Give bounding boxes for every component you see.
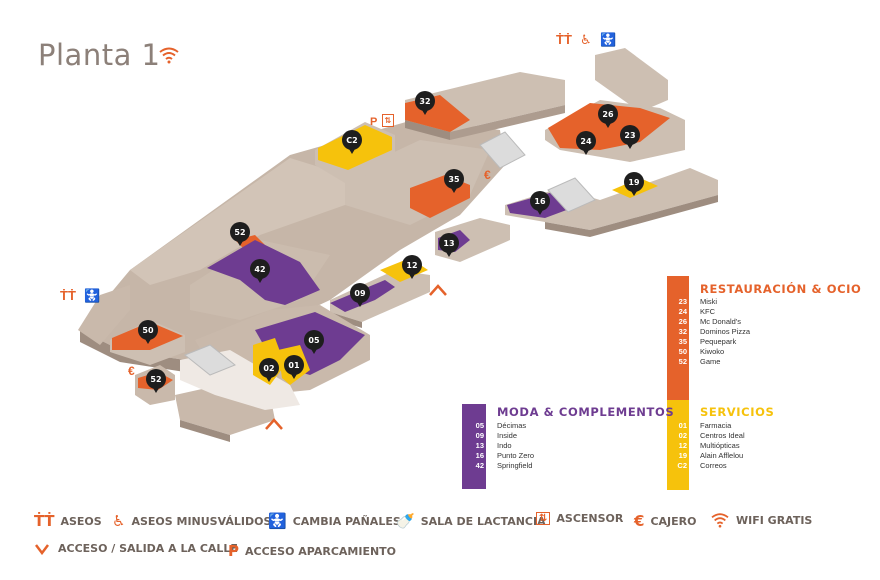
legend-item-num: 01 xyxy=(678,421,687,430)
map-pin[interactable]: 50 xyxy=(138,320,158,344)
legend-item-num: 16 xyxy=(475,451,484,460)
map-pin[interactable]: 13 xyxy=(439,233,459,257)
legend-restauracion-bar xyxy=(667,276,689,400)
map-pin[interactable]: 02 xyxy=(259,358,279,382)
map-pin[interactable]: 12 xyxy=(402,255,422,279)
legend-item-name: Multiópticas xyxy=(700,441,740,450)
escalators xyxy=(184,131,596,376)
map-pin[interactable]: 35 xyxy=(444,169,464,193)
baby-change-icon: 🚼 xyxy=(268,512,287,530)
legend-item-name: Farmacia xyxy=(700,421,732,430)
legend-moda-bar xyxy=(462,404,486,489)
aseos-icon: ṪṪ xyxy=(556,32,572,47)
legend-wifi-label: WIFI GRATIS xyxy=(736,513,813,527)
legend-item-name: Dominos Pizza xyxy=(700,327,751,336)
euro-icon: € xyxy=(634,512,645,530)
map-pin[interactable]: 32 xyxy=(415,91,435,115)
euro-icon: € xyxy=(484,168,491,182)
legend-item-name: Décimas xyxy=(497,421,527,430)
legend-acceso-label: ACCESO / SALIDA A LA CALLE xyxy=(58,542,238,555)
legend-acceso: ACCESO / SALIDA A LA CALLE xyxy=(34,542,238,555)
map-pin[interactable]: 23 xyxy=(620,125,640,149)
map-pin[interactable]: 24 xyxy=(576,131,596,155)
legend-servicios-bar xyxy=(667,400,689,490)
legend-item-name: Correos xyxy=(700,461,727,470)
legend-minusvalidos: ♿ ASEOS MINUSVÁLIDOS xyxy=(112,512,271,530)
map-pin[interactable]: 16 xyxy=(530,191,550,215)
aseos-icon: ṪṪ xyxy=(34,512,55,530)
legend-item-num: 24 xyxy=(678,307,687,316)
map-pin[interactable]: 52 xyxy=(230,222,250,246)
elevator-icon: ⇅ xyxy=(536,512,551,525)
map-pin[interactable]: 09 xyxy=(350,283,370,307)
map-pin[interactable]: 42 xyxy=(250,259,270,283)
legend-item-num: 50 xyxy=(678,347,687,356)
legend-servicios-title: SERVICIOS xyxy=(700,405,775,419)
legend-item-name: Punto Zero xyxy=(497,451,535,460)
legend-parking-label: ACCESO APARCAMIENTO xyxy=(245,544,397,558)
legend-item-num: 26 xyxy=(678,317,687,326)
baby-change-icon: 🚼 xyxy=(84,288,101,303)
legend-item-name: Mc Donald's xyxy=(700,317,742,326)
baby-bottle-icon: 🍼 xyxy=(396,512,415,530)
map-pin[interactable]: C2 xyxy=(342,130,362,154)
euro-icon: € xyxy=(128,364,135,378)
legend-restauracion-title: RESTAURACIÓN & OCIO xyxy=(700,282,862,296)
legend-item-name: Game xyxy=(700,357,721,366)
legend-item-name: KFC xyxy=(700,307,715,316)
legend-item-num: C2 xyxy=(677,461,687,470)
legend-item-num: 02 xyxy=(678,431,687,440)
legend-item-name: Indo xyxy=(497,441,512,450)
legend-item-num: 13 xyxy=(475,441,484,450)
legend-item-num: 32 xyxy=(678,327,687,336)
legend-item-name: Springfield xyxy=(497,461,533,470)
legend-item-num: 09 xyxy=(475,431,484,440)
wifi-icon xyxy=(711,513,729,528)
legend-item-name: Inside xyxy=(497,431,518,440)
legend-item-name: Kiwoko xyxy=(700,347,725,356)
elevator-icon: ⇅ xyxy=(382,114,394,127)
legend-panales: 🚼 CAMBIA PAÑALES xyxy=(268,512,401,530)
legend-cajero-label: CAJERO xyxy=(650,514,697,528)
legend-item-name: Alain Afflelou xyxy=(700,451,744,460)
map-pin[interactable]: 01 xyxy=(284,355,304,379)
legend-item-name: Miski xyxy=(700,297,718,306)
map-pin[interactable]: 52 xyxy=(146,369,166,393)
legend-item-num: 23 xyxy=(678,297,687,306)
accessible-toilet-icon: ♿ xyxy=(112,512,126,530)
legend-parking: P ACCESO APARCAMIENTO xyxy=(228,542,396,560)
legend-panales-label: CAMBIA PAÑALES xyxy=(292,514,401,528)
legend-item-num: 52 xyxy=(678,357,687,366)
legend-item-num: 42 xyxy=(475,461,484,470)
map-pin[interactable]: 19 xyxy=(624,172,644,196)
legend-wifi: WIFI GRATIS xyxy=(710,512,812,528)
legend-item-num: 12 xyxy=(678,441,687,450)
map-pin[interactable]: 26 xyxy=(598,104,618,128)
legend-item-num: 35 xyxy=(678,337,687,346)
map-pin[interactable]: 05 xyxy=(304,330,324,354)
wifi-icon xyxy=(159,47,179,64)
access-markers xyxy=(265,284,447,430)
access-chevron-icon xyxy=(35,543,49,555)
legend-lactancia: 🍼 SALA DE LACTANCIA xyxy=(396,512,546,530)
legend-item-num: 05 xyxy=(475,421,484,430)
parking-icon: P xyxy=(370,116,378,128)
aseos-icon: ṪṪ xyxy=(60,288,76,303)
floor-title: Planta 1 xyxy=(38,38,161,72)
legend-minusvalidos-label: ASEOS MINUSVÁLIDOS xyxy=(131,514,272,528)
legend-item-num: 19 xyxy=(678,451,687,460)
legend-ascensor: ⇅ ASCENSOR xyxy=(536,512,623,525)
accessible-toilet-icon: ♿ xyxy=(580,32,592,47)
legend-item-name: Centros Ideal xyxy=(700,431,745,440)
legend-moda-title: MODA & COMPLEMENTOS xyxy=(497,405,675,419)
legend-aseos-label: ASEOS xyxy=(60,514,102,528)
legend-lactancia-label: SALA DE LACTANCIA xyxy=(420,514,546,528)
legend-cajero: € CAJERO xyxy=(634,512,696,530)
parking-icon: P xyxy=(228,542,239,560)
baby-change-icon: 🚼 xyxy=(600,32,617,47)
legend-ascensor-label: ASCENSOR xyxy=(556,512,624,525)
legend-item-name: Pequepark xyxy=(700,337,737,346)
legend-aseos: ṪṪ ASEOS xyxy=(34,512,102,530)
